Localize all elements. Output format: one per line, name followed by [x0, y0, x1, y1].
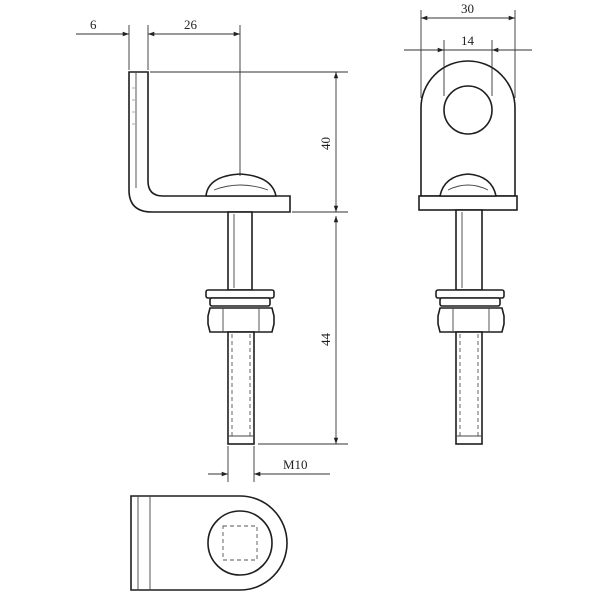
square-neck [222, 525, 258, 561]
side-view [418, 60, 518, 445]
bolt-shank [227, 211, 253, 291]
l-bracket [128, 71, 291, 213]
top-view [130, 495, 288, 591]
top-hole [207, 510, 273, 576]
hex-nut [207, 307, 275, 333]
plate-hole [443, 85, 493, 135]
dim-m10-label: M10 [283, 457, 308, 472]
front-dimensions: 6 26 40 44 M10 [76, 17, 348, 482]
dim-30-label: 30 [461, 1, 474, 16]
dim-6-label: 6 [90, 17, 97, 32]
front-view [128, 71, 291, 445]
dim-14-label: 14 [461, 33, 475, 48]
dim-26-label: 26 [184, 17, 198, 32]
flange-marks [132, 87, 135, 125]
dim-40-label: 40 [318, 137, 333, 150]
side-dimensions: 30 14 [404, 1, 532, 98]
side-base [418, 195, 518, 211]
washer [205, 289, 275, 299]
dim-44-label: 44 [318, 333, 333, 347]
